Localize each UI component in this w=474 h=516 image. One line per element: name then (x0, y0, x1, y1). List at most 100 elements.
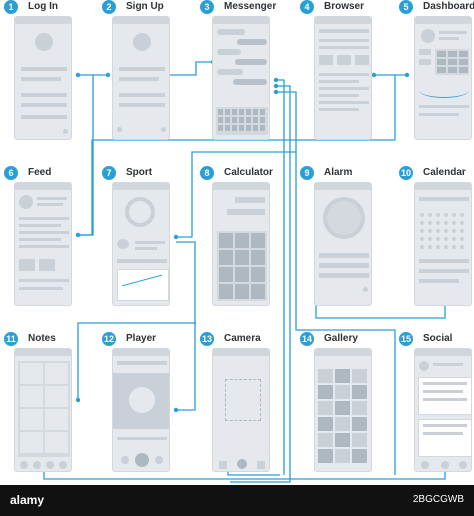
keyboard-key (239, 109, 244, 115)
next-icon (63, 129, 68, 134)
connector-signup-calculator (168, 61, 213, 76)
screen-number-badge: 8 (200, 166, 214, 180)
calendar-day (420, 221, 424, 225)
display-line (235, 197, 265, 203)
text-line (21, 67, 67, 71)
gallery-grid (318, 369, 370, 465)
post-card (418, 419, 471, 457)
screen-messenger-wireframe (212, 16, 270, 140)
screen-number-badge: 5 (399, 0, 413, 14)
shutter-button (237, 459, 247, 469)
keypad-key (251, 284, 265, 299)
clock-face (323, 197, 365, 239)
calendar-day (436, 245, 440, 249)
tile (419, 59, 431, 65)
note-card (45, 409, 68, 430)
thumb (319, 55, 333, 65)
screen-title: Calendar (423, 167, 466, 178)
status-bar (213, 183, 269, 190)
gallery-thumb (335, 369, 350, 383)
event-row (419, 269, 469, 273)
gallery-thumb (318, 417, 333, 431)
grid-cell (437, 59, 446, 65)
gallery-thumb (318, 385, 333, 399)
screen-number-badge: 12 (102, 332, 116, 346)
keyboard-key (225, 125, 230, 131)
screen-notes-wireframe (14, 348, 72, 472)
status-bar (315, 349, 371, 356)
keyboard-key (246, 125, 251, 131)
screen-sport-wireframe (112, 182, 170, 306)
alarm-row (319, 253, 369, 258)
chat-bubble (235, 59, 267, 65)
grid-cell (459, 59, 468, 65)
gallery-thumb (318, 401, 333, 415)
calendar-day (452, 229, 456, 233)
screen-social-wireframe (414, 348, 472, 472)
gallery-thumb (335, 385, 350, 399)
calendar-day (428, 245, 432, 249)
grid-cell (448, 59, 457, 65)
gallery-thumb (335, 417, 350, 431)
url-bar (319, 29, 369, 33)
status-bar (15, 17, 71, 24)
prev-button (121, 456, 129, 464)
viewfinder (225, 379, 261, 421)
next-icon (161, 127, 166, 132)
alarm-row (319, 263, 369, 268)
gallery-thumb (219, 461, 227, 469)
post-card (418, 377, 471, 415)
text-line (423, 382, 467, 385)
calendar-day (436, 229, 440, 233)
connector-sport-player (176, 241, 196, 411)
switch-icon (257, 461, 265, 469)
alarm-row (319, 273, 369, 278)
text-line (19, 238, 61, 241)
connector-sport (176, 151, 296, 238)
status-bar (213, 349, 269, 356)
calendar-day (420, 229, 424, 233)
toolbar-dot (59, 461, 67, 469)
gallery-thumb (335, 433, 350, 447)
disc (129, 387, 155, 413)
text-line (433, 363, 463, 366)
grid-widget (435, 49, 469, 75)
input-line (119, 103, 165, 107)
keypad-key (219, 250, 233, 265)
keypad-key (251, 267, 265, 282)
screen-title: Calculator (224, 167, 273, 178)
screen-number-badge: 7 (102, 166, 116, 180)
screen-dashboard-wireframe (414, 16, 472, 140)
gallery-thumb (352, 385, 367, 399)
note-card (45, 386, 68, 407)
gallery-thumb (352, 401, 367, 415)
gallery-thumb (335, 401, 350, 415)
calendar-day (452, 245, 456, 249)
calendar-day (460, 221, 464, 225)
thumb (355, 55, 369, 65)
calendar-day (428, 213, 432, 217)
screen-title: Messenger (224, 1, 277, 12)
text-line (423, 390, 463, 393)
input-line (119, 93, 165, 97)
progress-line (117, 437, 167, 440)
calendar-day (436, 237, 440, 241)
keyboard-key (246, 109, 251, 115)
keypad-key (235, 233, 249, 248)
text-line (19, 231, 69, 234)
keyboard-key (239, 125, 244, 131)
text-line (135, 241, 165, 244)
screen-title: Alarm (324, 167, 353, 178)
screen-title: Dashboard (423, 1, 474, 12)
calendar-day (428, 229, 432, 233)
comment-icon (441, 461, 449, 469)
avatar (419, 361, 429, 371)
keypad-key (219, 267, 233, 282)
text-line (135, 247, 157, 250)
text-line (423, 398, 467, 401)
gallery-thumb (352, 433, 367, 447)
keypad-key (219, 284, 233, 299)
line-graph (122, 274, 162, 297)
status-bar (415, 183, 471, 190)
screen-number-badge: 13 (200, 332, 214, 346)
